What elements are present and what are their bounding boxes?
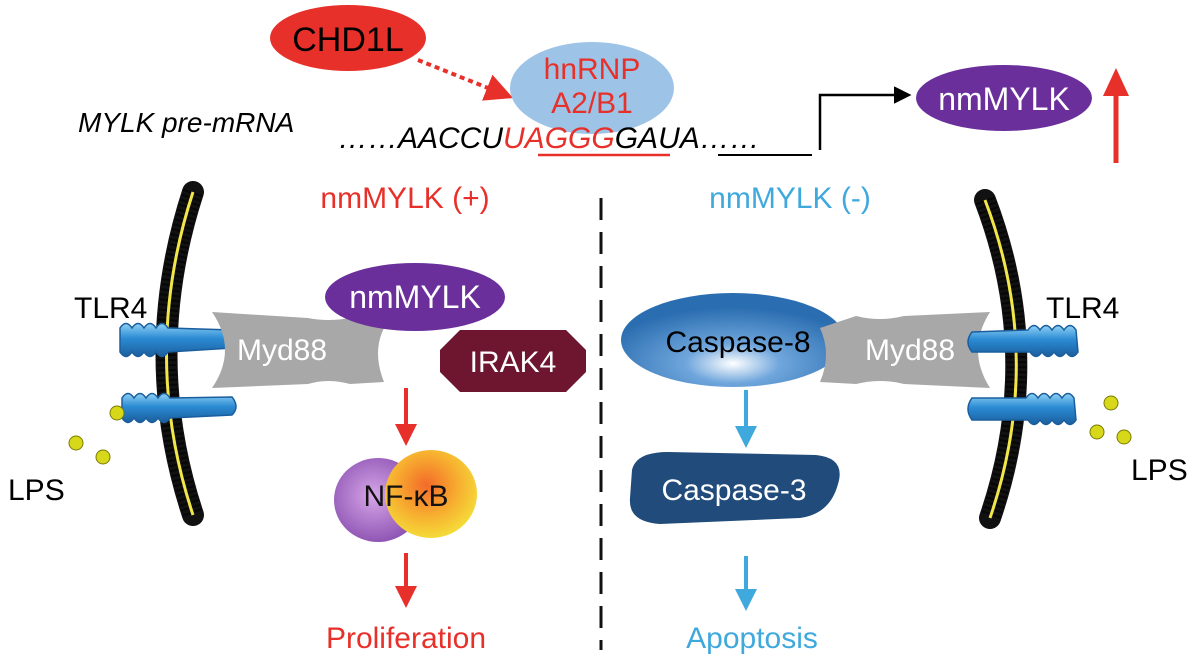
seq-motif: UAGGG [503,122,615,155]
caspase3-node: Caspase-3 [629,452,840,524]
hnrnp-node: hnRNP A2/B1 [510,42,674,134]
right-lps-label: LPS [1131,454,1188,487]
nmmylk-product-node: nmMYLK [916,65,1092,131]
nmmylk-product-label: nmMYLK [938,81,1070,117]
left-nmmylk-node: nmMYLK [325,263,505,331]
left-myd88-label: Myd88 [237,334,327,367]
left-heading: nmMYLK (+) [320,182,489,215]
chd1l-label: CHD1L [292,21,403,59]
hnrnp-label-line2: A2/B1 [551,87,633,120]
right-myd88-label: Myd88 [865,334,955,367]
left-tlr4-receptor [119,322,237,424]
right-cell-membrane [974,189,1028,529]
right-tlr4-label: TLR4 [1046,292,1119,325]
pre-mrna-sequence: ……AACCUUAGGGGAUA…… [338,122,760,155]
seq-tail: UA…… [658,122,760,155]
chd1l-to-hnrnp-arrow [417,58,514,101]
caspase3-to-apoptosis-arrow [735,556,757,611]
caspase8-to-caspase3-arrow [735,390,757,448]
pre-mrna-label: MYLK pre-mRNA [78,107,294,138]
caspase8-label: Caspase-8 [665,326,810,359]
left-tlr4-label: TLR4 [74,292,147,325]
hnrnp-label-line1: hnRNP [544,53,641,86]
nfkb-label: NF-κB [364,480,449,513]
up-arrow-icon [1103,68,1129,163]
transcription-arrow [818,86,912,150]
left-nmmylk-label: nmMYLK [349,279,481,315]
chd1l-node: CHD1L [270,5,426,71]
seq-prefix: ……AACCU [338,122,503,155]
right-tlr4-receptor [967,324,1079,426]
right-lps-particles [1089,395,1132,445]
left-lps-label: LPS [8,474,65,507]
seq-mid: GA [615,122,658,155]
nfkb-to-proliferation-arrow [395,553,417,608]
left-cell-membrane [155,181,204,526]
myd88-to-nfkb-arrow [395,388,417,446]
left-lps-particles [68,405,125,465]
irak4-node: IRAK4 [440,330,586,392]
nfkb-node: NF-κB [334,450,477,542]
caspase8-node: Caspase-8 [621,293,845,387]
right-heading: nmMYLK (-) [709,182,871,215]
right-myd88-node: Myd88 [820,312,990,388]
proliferation-label: Proliferation [326,622,486,655]
apoptosis-label: Apoptosis [686,622,818,655]
left-myd88-node: Myd88 [212,312,384,388]
irak4-label: IRAK4 [470,346,557,379]
caspase3-label: Caspase-3 [661,474,806,507]
